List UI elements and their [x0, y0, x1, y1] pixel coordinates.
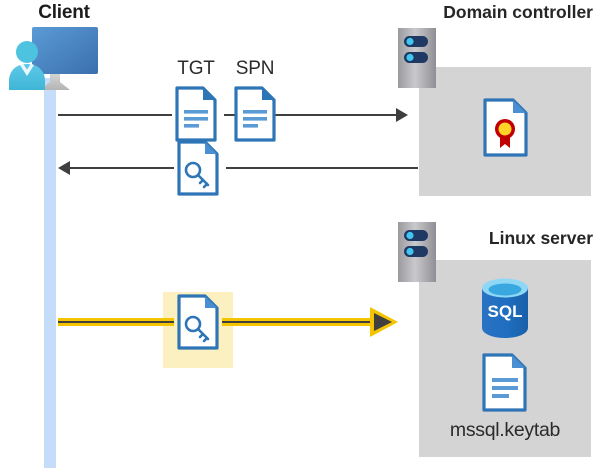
client-label: Client — [38, 2, 90, 23]
keytab-filename-label: mssql.keytab — [449, 419, 561, 441]
spn-label: SPN — [235, 58, 275, 79]
arrow-line-ticket-left — [70, 167, 174, 169]
document-icon — [234, 86, 276, 142]
arrow-head-left-icon — [58, 161, 70, 175]
document-icon — [482, 353, 527, 412]
arrow-line-ticket-right — [226, 167, 418, 169]
tgt-label: TGT — [177, 58, 215, 79]
arrow-line-tgt-right — [224, 114, 396, 116]
arrow-line-highlight-right — [222, 318, 374, 326]
certificate-document-icon — [483, 98, 528, 157]
sql-database-icon: SQL — [479, 278, 531, 338]
arrow-head-right-icon — [374, 313, 392, 331]
linux-server-title: Linux server — [488, 228, 593, 248]
client-lifeline — [44, 78, 56, 468]
server-tower-icon — [398, 222, 436, 287]
client-computer-user-icon — [8, 24, 104, 96]
arrow-line-highlight-left — [58, 318, 174, 326]
svg-text:SQL: SQL — [488, 302, 523, 321]
arrow-line-tgt-left — [58, 114, 172, 116]
document-key-icon — [177, 140, 219, 196]
arrow-head-right-icon — [396, 108, 408, 122]
server-tower-icon — [398, 28, 436, 93]
document-icon — [175, 86, 217, 142]
document-key-icon — [177, 294, 219, 350]
domain-controller-title: Domain controller — [443, 2, 593, 22]
